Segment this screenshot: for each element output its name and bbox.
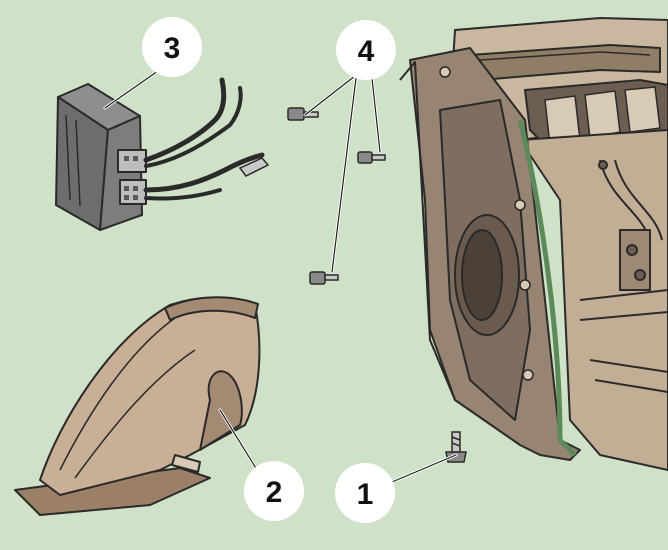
- hvac-housing: [399, 17, 668, 471]
- callout-2: 2: [244, 461, 304, 521]
- callout-3: 3: [142, 17, 202, 77]
- wiring-harness: [143, 77, 270, 201]
- control-unit: [55, 83, 147, 231]
- fastener-bottom: [309, 271, 339, 285]
- callout-4: 4: [336, 20, 396, 80]
- leader-lines-outline: [104, 65, 457, 483]
- fastener-right: [357, 151, 386, 164]
- callout-1-label: 1: [357, 478, 374, 511]
- callout-4-label: 4: [358, 35, 375, 68]
- air-duct-cover: [14, 296, 261, 516]
- fasteners: [287, 107, 386, 285]
- callout-2-label: 2: [266, 476, 283, 509]
- callout-1: 1: [335, 463, 395, 523]
- callout-3-label: 3: [164, 32, 181, 65]
